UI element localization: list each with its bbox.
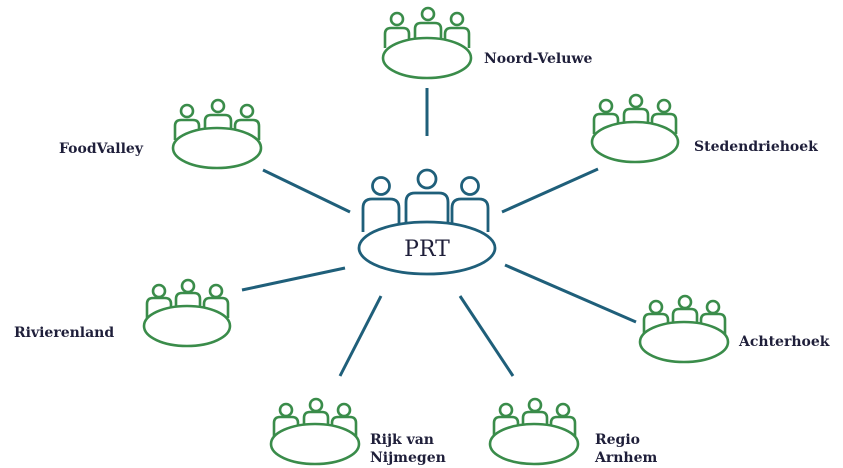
connector-achterhoek <box>504 263 637 324</box>
connector-rivierenland <box>241 266 346 292</box>
meeting-table-icon <box>381 6 473 80</box>
meeting-table-icon <box>171 98 263 170</box>
region-label-line-1: Regio <box>595 432 640 448</box>
meeting-table-icon <box>269 397 361 466</box>
region-label-line-2: Nijmegen <box>370 450 446 466</box>
connector-rijk-van-nijmegen <box>338 295 383 377</box>
region-label-achterhoek: Achterhoek <box>738 334 830 350</box>
center-node-prt: PRT <box>357 168 497 276</box>
region-node-rijk-van-nijmegen: Rijk van Nijmegen <box>269 397 446 466</box>
region-label-line-2: Arnhem <box>594 450 658 466</box>
region-node-regio-arnhem: Regio Arnhem <box>488 397 658 466</box>
connector-foodvalley <box>262 168 351 214</box>
meeting-table-icon <box>488 397 580 466</box>
meeting-table-icon <box>638 294 730 364</box>
region-node-achterhoek: Achterhoek <box>638 294 830 364</box>
region-node-noord-veluwe: Noord-Veluwe <box>381 6 592 80</box>
region-label-rivierenland: Rivierenland <box>14 325 114 341</box>
region-node-stedendriehoek: Stedendriehoek <box>590 93 818 164</box>
connectors <box>241 88 637 377</box>
meeting-table-icon <box>590 93 680 164</box>
center-label: PRT <box>404 237 450 262</box>
region-label-rijk-van-nijmegen: Rijk van Nijmegen <box>370 432 446 466</box>
meeting-table-icon <box>142 278 232 348</box>
region-label-line-1: Rijk van <box>370 432 434 448</box>
region-label-foodvalley: FoodValley <box>59 141 144 157</box>
region-label-stedendriehoek: Stedendriehoek <box>694 139 818 155</box>
center-meeting-table-icon <box>357 168 497 276</box>
region-label-noord-veluwe: Noord-Veluwe <box>484 51 592 67</box>
region-node-rivierenland: Rivierenland <box>14 278 232 348</box>
region-node-foodvalley: FoodValley <box>59 98 263 170</box>
connector-regio-arnhem <box>458 295 515 377</box>
connector-stedendriehoek <box>501 167 599 214</box>
region-label-regio-arnhem: Regio Arnhem <box>594 432 658 466</box>
